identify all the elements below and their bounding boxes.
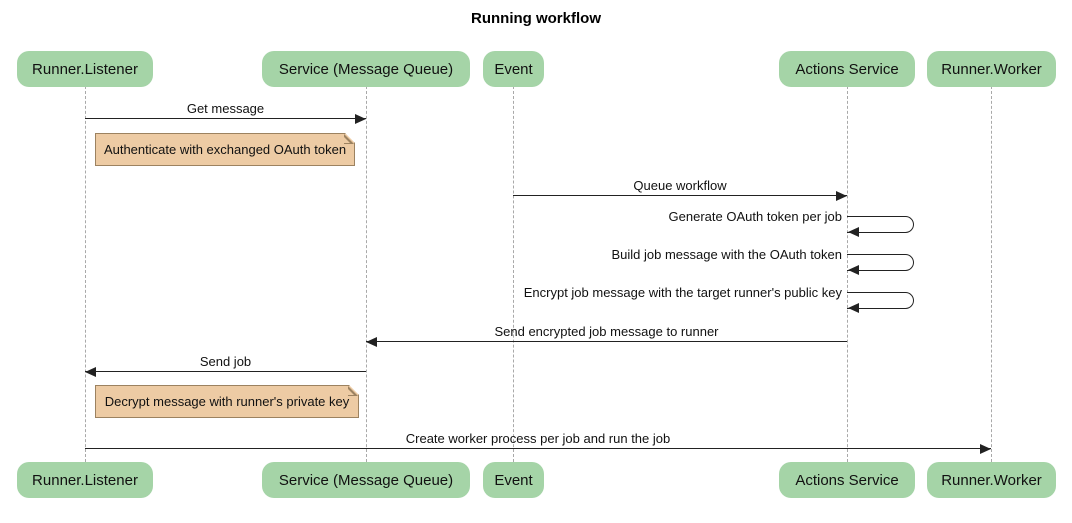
- actor-top-event: Event: [483, 51, 544, 87]
- note-fold-icon: [348, 386, 358, 396]
- actor-top-runner-worker: Runner.Worker: [927, 51, 1056, 87]
- lifeline-service-message-queue: [366, 86, 367, 462]
- arrowhead-right-icon: [836, 191, 847, 201]
- message-label-generate-oauth-token: Generate OAuth token per job: [668, 209, 842, 224]
- arrowhead-left-icon: [366, 337, 377, 347]
- actor-top-service-message-queue: Service (Message Queue): [262, 51, 470, 87]
- arrowhead-left-icon: [85, 367, 96, 377]
- lifeline-runner-listener: [85, 86, 86, 462]
- message-line-queue-workflow: [513, 195, 847, 196]
- arrowhead-left-icon: [848, 265, 859, 275]
- note-decrypt: Decrypt message with runner's private ke…: [95, 385, 359, 418]
- lifeline-actions-service: [847, 86, 848, 462]
- message-line-send-job: [85, 371, 366, 372]
- note-authenticate: Authenticate with exchanged OAuth token: [95, 133, 355, 166]
- self-loop-line: [847, 292, 914, 309]
- message-line-get-message: [85, 118, 366, 119]
- message-label-queue-workflow: Queue workflow: [633, 178, 727, 193]
- arrowhead-right-icon: [355, 114, 366, 124]
- actor-bottom-actions-service: Actions Service: [779, 462, 915, 498]
- actor-bottom-event: Event: [483, 462, 544, 498]
- lifeline-event: [513, 86, 514, 462]
- message-line-send-encrypted: [366, 341, 847, 342]
- message-label-send-encrypted: Send encrypted job message to runner: [494, 324, 719, 339]
- actor-bottom-service-message-queue: Service (Message Queue): [262, 462, 470, 498]
- note-fold-icon: [344, 134, 354, 144]
- message-label-get-message: Get message: [186, 101, 265, 116]
- self-loop-line: [847, 254, 914, 271]
- diagram-title: Running workflow: [471, 10, 601, 27]
- message-label-encrypt-job-message: Encrypt job message with the target runn…: [523, 285, 842, 300]
- arrowhead-left-icon: [848, 303, 859, 313]
- actor-bottom-runner-listener: Runner.Listener: [17, 462, 153, 498]
- arrowhead-left-icon: [848, 227, 859, 237]
- note-text: Decrypt message with runner's private ke…: [104, 394, 350, 409]
- message-label-build-job-message: Build job message with the OAuth token: [611, 247, 842, 262]
- actor-top-runner-listener: Runner.Listener: [17, 51, 153, 87]
- arrowhead-right-icon: [980, 444, 991, 454]
- message-label-send-job: Send job: [199, 354, 252, 369]
- self-loop-line: [847, 216, 914, 233]
- lifeline-runner-worker: [991, 86, 992, 462]
- actor-top-actions-service: Actions Service: [779, 51, 915, 87]
- message-line-create-worker: [85, 448, 991, 449]
- note-text: Authenticate with exchanged OAuth token: [103, 142, 347, 157]
- message-label-create-worker: Create worker process per job and run th…: [405, 431, 671, 446]
- actor-bottom-runner-worker: Runner.Worker: [927, 462, 1056, 498]
